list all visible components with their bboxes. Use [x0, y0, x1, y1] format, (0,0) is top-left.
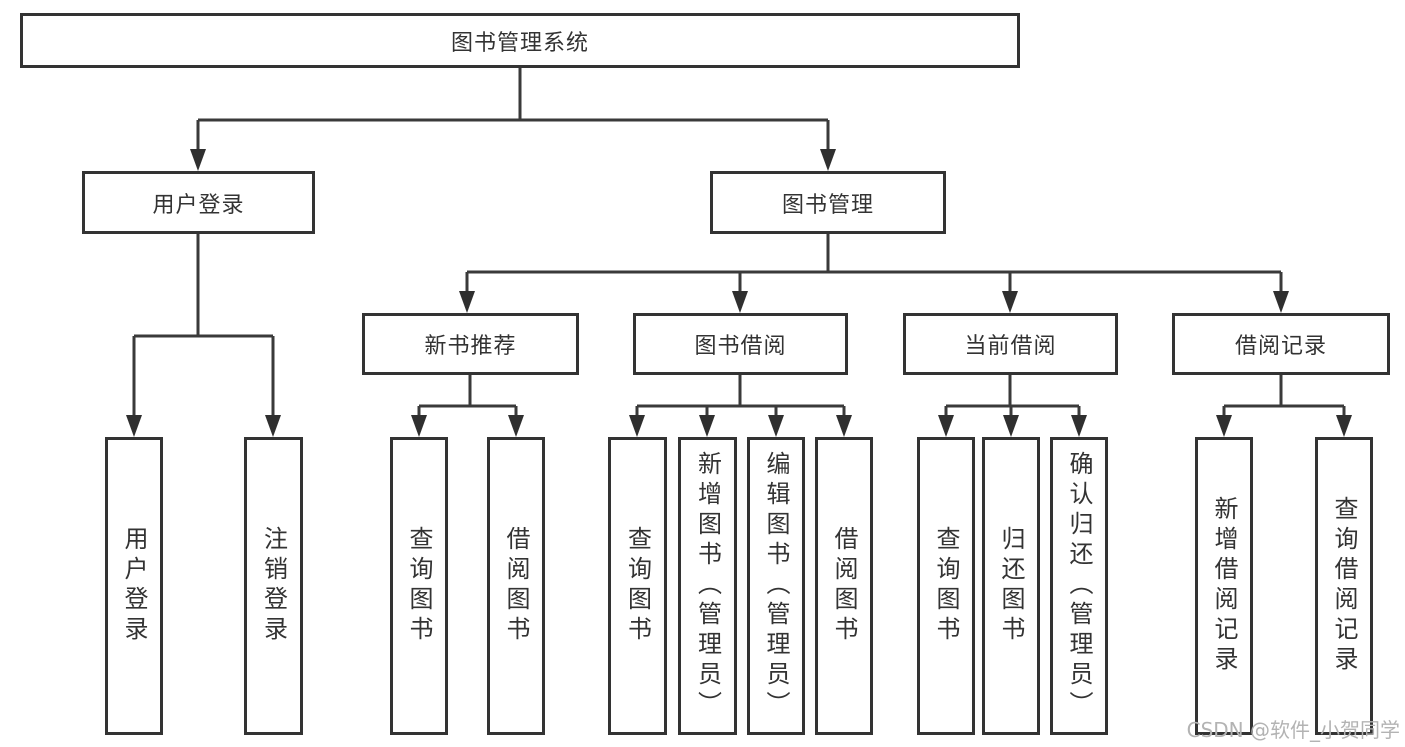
edges-new-book-recommend-to-leaves [411, 375, 524, 437]
leaf-user-login: 用户登录 [105, 437, 163, 735]
leaf-logout: 注销登录 [244, 437, 303, 735]
leaf-borrow-query-book: 查询图书 [608, 437, 667, 735]
leaf-confirm-return-admin: 确认归还（管理员） [1050, 437, 1108, 735]
node-root-label: 图书管理系统 [450, 30, 589, 56]
node-new-book-recommend: 新书推荐 [362, 313, 579, 375]
leaf-return-book: 归还图书 [982, 437, 1040, 735]
node-current-borrow-label: 当前借阅 [964, 334, 1057, 359]
node-new-book-recommend-label: 新书推荐 [424, 334, 517, 359]
node-book-management: 图书管理 [710, 171, 946, 234]
node-book-management-label: 图书管理 [781, 192, 874, 218]
leaf-borrow-book: 借阅图书 [815, 437, 873, 735]
edges-book-management-to-level3 [459, 234, 1289, 313]
leaf-add-book-admin-label: 新增图书（管理员） [693, 451, 722, 721]
edges-book-borrow-to-leaves [629, 375, 852, 437]
leaf-add-borrow-record: 新增借阅记录 [1195, 437, 1253, 735]
leaf-current-query-book-label: 查询图书 [932, 526, 960, 646]
leaf-query-borrow-record-label: 查询借阅记录 [1330, 496, 1358, 676]
leaf-current-query-book: 查询图书 [917, 437, 975, 735]
node-borrow-record: 借阅记录 [1172, 313, 1390, 375]
leaf-borrow-book-label: 借阅图书 [830, 526, 858, 646]
leaf-edit-book-admin: 编辑图书（管理员） [747, 437, 805, 735]
leaf-recommend-borrow-book: 借阅图书 [487, 437, 545, 735]
node-book-borrow: 图书借阅 [633, 313, 848, 375]
node-user-login-label: 用户登录 [152, 192, 245, 218]
node-user-login: 用户登录 [82, 171, 315, 234]
node-borrow-record-label: 借阅记录 [1234, 334, 1327, 359]
leaf-confirm-return-admin-label: 确认归还（管理员） [1065, 451, 1093, 721]
leaf-borrow-query-book-label: 查询图书 [623, 526, 652, 646]
leaf-return-book-label: 归还图书 [997, 526, 1025, 646]
csdn-watermark: CSDN @软件_小贺同学 [1186, 718, 1400, 742]
edges-borrow-record-to-leaves [1216, 375, 1352, 437]
leaf-recommend-query-book-label: 查询图书 [405, 526, 433, 646]
edges-root-to-level2 [190, 68, 836, 171]
leaf-add-book-admin: 新增图书（管理员） [678, 437, 737, 735]
node-current-borrow: 当前借阅 [903, 313, 1118, 375]
leaf-query-borrow-record: 查询借阅记录 [1315, 437, 1373, 735]
leaf-recommend-query-book: 查询图书 [390, 437, 448, 735]
leaf-recommend-borrow-book-label: 借阅图书 [502, 526, 530, 646]
node-book-borrow-label: 图书借阅 [694, 334, 787, 359]
leaf-add-borrow-record-label: 新增借阅记录 [1210, 496, 1238, 676]
edges-current-borrow-to-leaves [938, 375, 1087, 437]
node-root: 图书管理系统 [20, 13, 1020, 68]
leaf-logout-label: 注销登录 [259, 526, 288, 646]
edges-user-login-to-leaves [126, 234, 281, 437]
leaf-user-login-label: 用户登录 [120, 526, 148, 646]
leaf-edit-book-admin-label: 编辑图书（管理员） [762, 451, 790, 721]
